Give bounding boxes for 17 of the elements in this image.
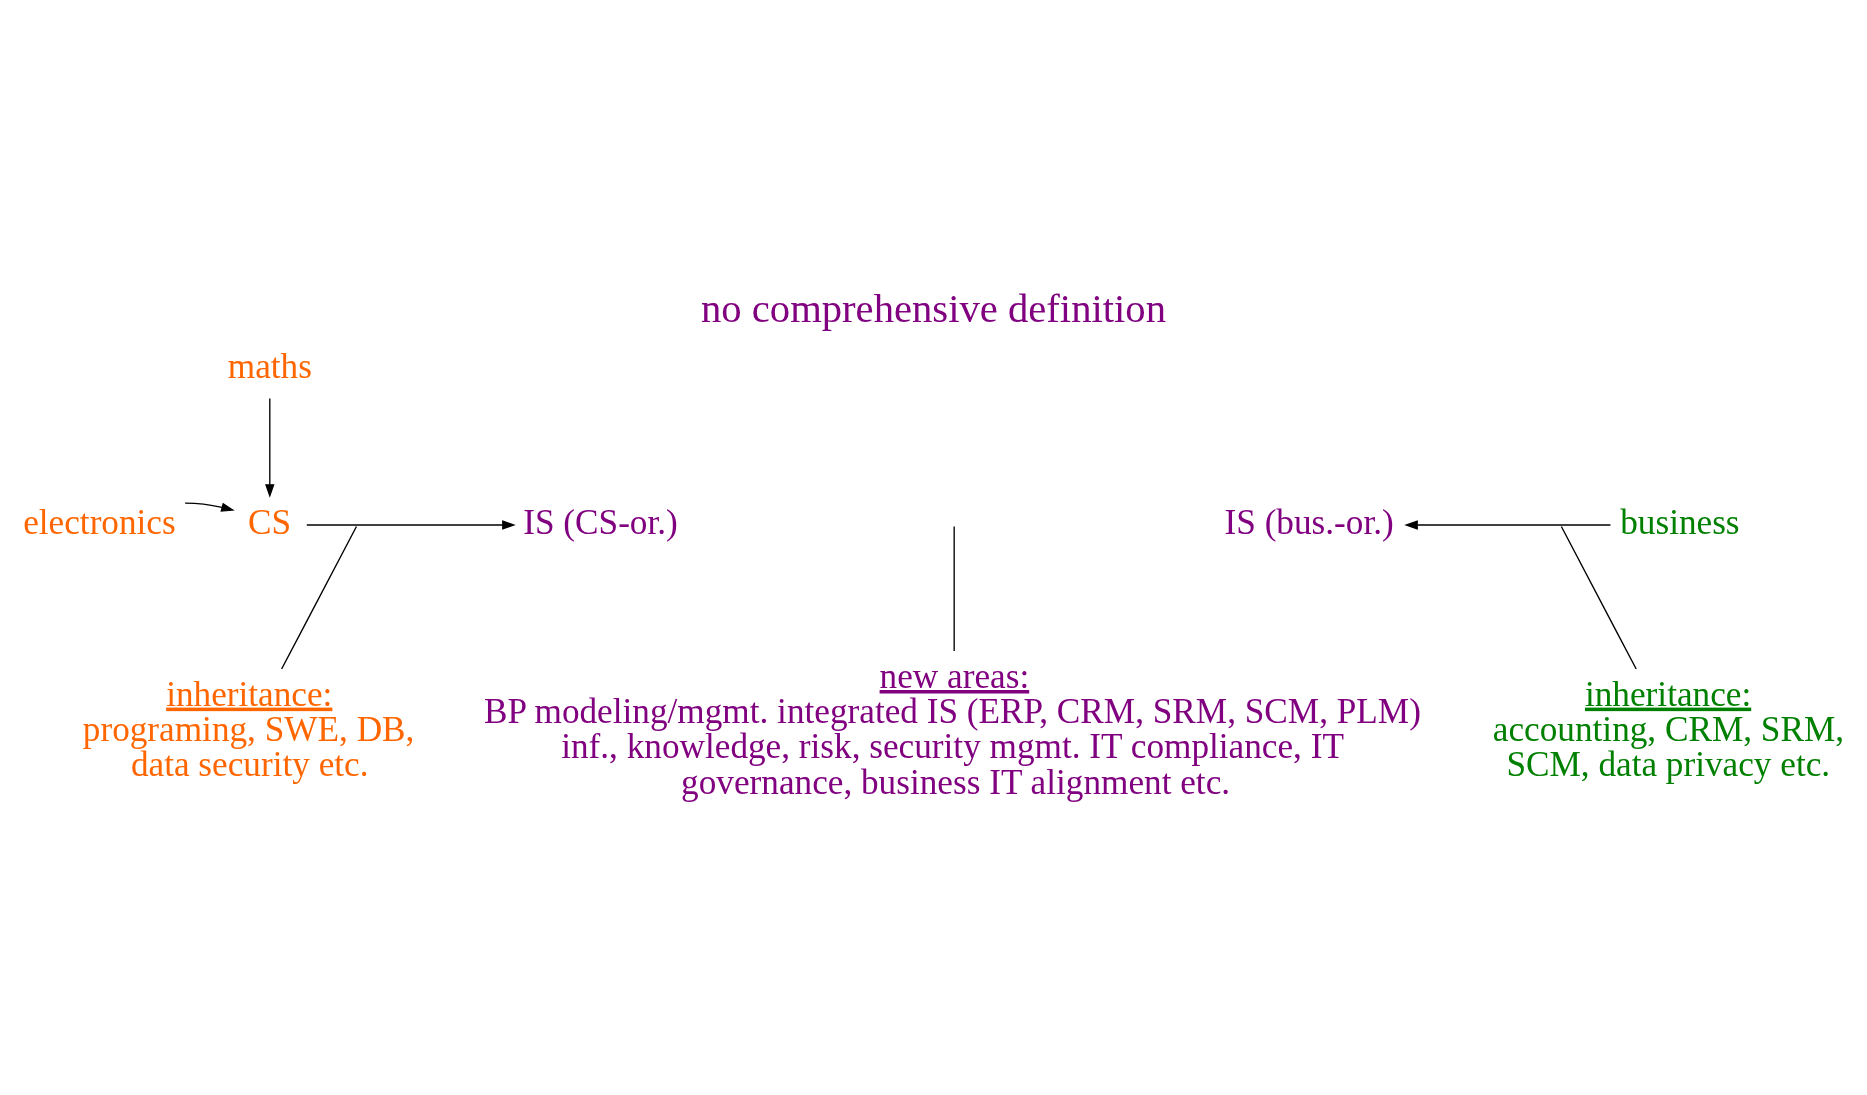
node-text: IS (CS-or.) bbox=[523, 502, 678, 541]
arrow bbox=[1404, 519, 1612, 530]
node-text: inheritance: accounting, CRM, SRM, SCM, data privacy etc. bbox=[1492, 674, 1845, 784]
node-text: business bbox=[1620, 502, 1740, 541]
arrow bbox=[265, 397, 275, 498]
node-text: CS bbox=[248, 502, 292, 541]
node-text: inheritance: programing, SWE, DB, data security etc. bbox=[82, 674, 415, 784]
node-text: maths bbox=[227, 346, 312, 386]
node-text: electronics bbox=[23, 502, 176, 541]
connector bbox=[953, 525, 955, 652]
node-text: IS (bus.-or.) bbox=[1224, 502, 1394, 541]
diagram-title: no comprehensive definition bbox=[701, 285, 1166, 331]
connector bbox=[280, 525, 358, 670]
arrow bbox=[184, 501, 235, 512]
connector bbox=[1560, 525, 1637, 670]
arrow bbox=[306, 519, 516, 530]
node-text: new areas: BP modeling/mgmt. integrated IS (ERP, CRM, SRM, SCM, PLM) inf., knowledge, risk, security mgmt. IT compliance, IT governance, business IT alignment etc. bbox=[483, 656, 1421, 802]
